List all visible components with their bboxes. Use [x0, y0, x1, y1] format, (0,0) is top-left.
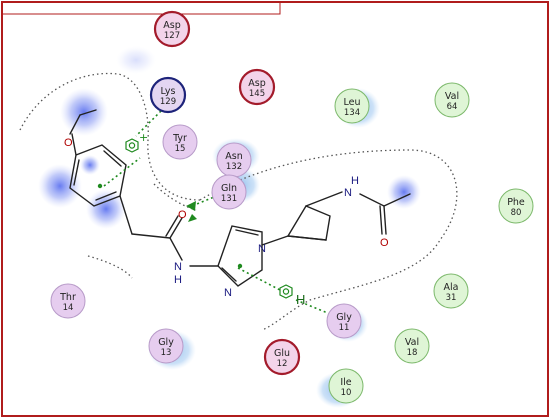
solvent-glow [86, 189, 126, 229]
pocket-contour [19, 72, 458, 331]
residue-number: 131 [221, 194, 237, 204]
solvent-glow [60, 88, 108, 136]
residue-bubble [50, 283, 86, 319]
residue-bubble [434, 82, 470, 118]
solvent-glow [38, 164, 82, 208]
h-bond-arrowhead [188, 214, 197, 222]
residue-name: Asn [225, 151, 242, 162]
residue-bubble [328, 368, 364, 404]
residue-name: Leu [344, 97, 361, 108]
residue-bubble [162, 124, 198, 160]
residue-number: 80 [511, 208, 522, 218]
residue-bubble [211, 174, 247, 210]
residue-name: Gly [336, 312, 352, 323]
residue-number: 132 [226, 162, 242, 172]
residue-name: Asp [248, 78, 265, 89]
residue-number: 10 [341, 388, 352, 398]
cation-plus-icon: + [139, 131, 148, 144]
atom-label-amide-o: O [178, 209, 187, 221]
residue-bubble [263, 338, 301, 376]
atom-label-amide-n: N [174, 261, 182, 273]
residue-bubble [148, 328, 184, 364]
residue-bubble [238, 68, 276, 106]
atom-label-imidazole-n3: N [224, 287, 232, 299]
frame-inner-top [2, 2, 281, 15]
residue-number: 127 [164, 31, 180, 41]
solvent-glow [116, 46, 156, 74]
aromatic-center-dot [97, 183, 103, 189]
residue-name: Tyr [172, 133, 187, 144]
residue-name: Gln [221, 183, 237, 194]
atom-label-acetamide-n: N [344, 187, 352, 199]
aromatic-ring-icon [279, 284, 293, 299]
residue-name: Gly [158, 337, 174, 348]
residue-name: Asp [163, 20, 180, 31]
atom-label-acetamide-o: O [380, 237, 389, 249]
residue-bubble [433, 273, 469, 309]
residue-bubble [149, 76, 187, 114]
residue-layer: Asp127Lys129Asp145Tyr15Asn132Gln131Leu13… [50, 10, 534, 404]
residue-name: Ala [444, 282, 459, 293]
residue-bubble [153, 10, 191, 48]
residue-number: 13 [161, 348, 172, 358]
h-bond-arrowhead [186, 201, 196, 211]
atom-label-acetamide-h: H [351, 175, 359, 187]
atom-label-interaction-h: H [296, 292, 305, 307]
residue-number: 12 [277, 359, 288, 369]
residue-bubble [394, 328, 430, 364]
aromatic-center-dot [237, 263, 243, 269]
residue-number: 11 [339, 323, 350, 333]
residue-bubble [334, 88, 370, 124]
residue-number: 145 [249, 89, 265, 99]
residue-name: Lys [161, 86, 176, 97]
residue-number: 31 [446, 293, 457, 303]
interaction-layer [103, 103, 331, 315]
residue-name: Ile [340, 377, 351, 388]
residue-bubble [326, 303, 362, 339]
aromatic-ring-icon [125, 138, 139, 153]
residue-bubble [498, 188, 534, 224]
residue-number: 129 [160, 97, 176, 107]
residue-number: 15 [175, 144, 186, 154]
ligand-structure [69, 109, 411, 287]
residue-name: Glu [274, 348, 290, 359]
residue-number: 64 [447, 102, 458, 112]
solvent-glow [387, 175, 421, 209]
residue-number: 134 [344, 108, 360, 118]
solvent-glow [80, 155, 100, 175]
residue-name: Val [445, 91, 459, 102]
h-bond-interaction [295, 299, 331, 315]
residue-number: 14 [63, 303, 74, 313]
atom-label-imidazole-n1: N [258, 243, 266, 255]
residue-name: Thr [59, 292, 76, 303]
atom-label-amide-h: H [174, 274, 182, 286]
residue-number: 18 [407, 348, 418, 358]
residue-name: Val [405, 337, 419, 348]
atom-label-methoxy-o: O [64, 137, 73, 149]
residue-name: Phe [507, 197, 525, 208]
